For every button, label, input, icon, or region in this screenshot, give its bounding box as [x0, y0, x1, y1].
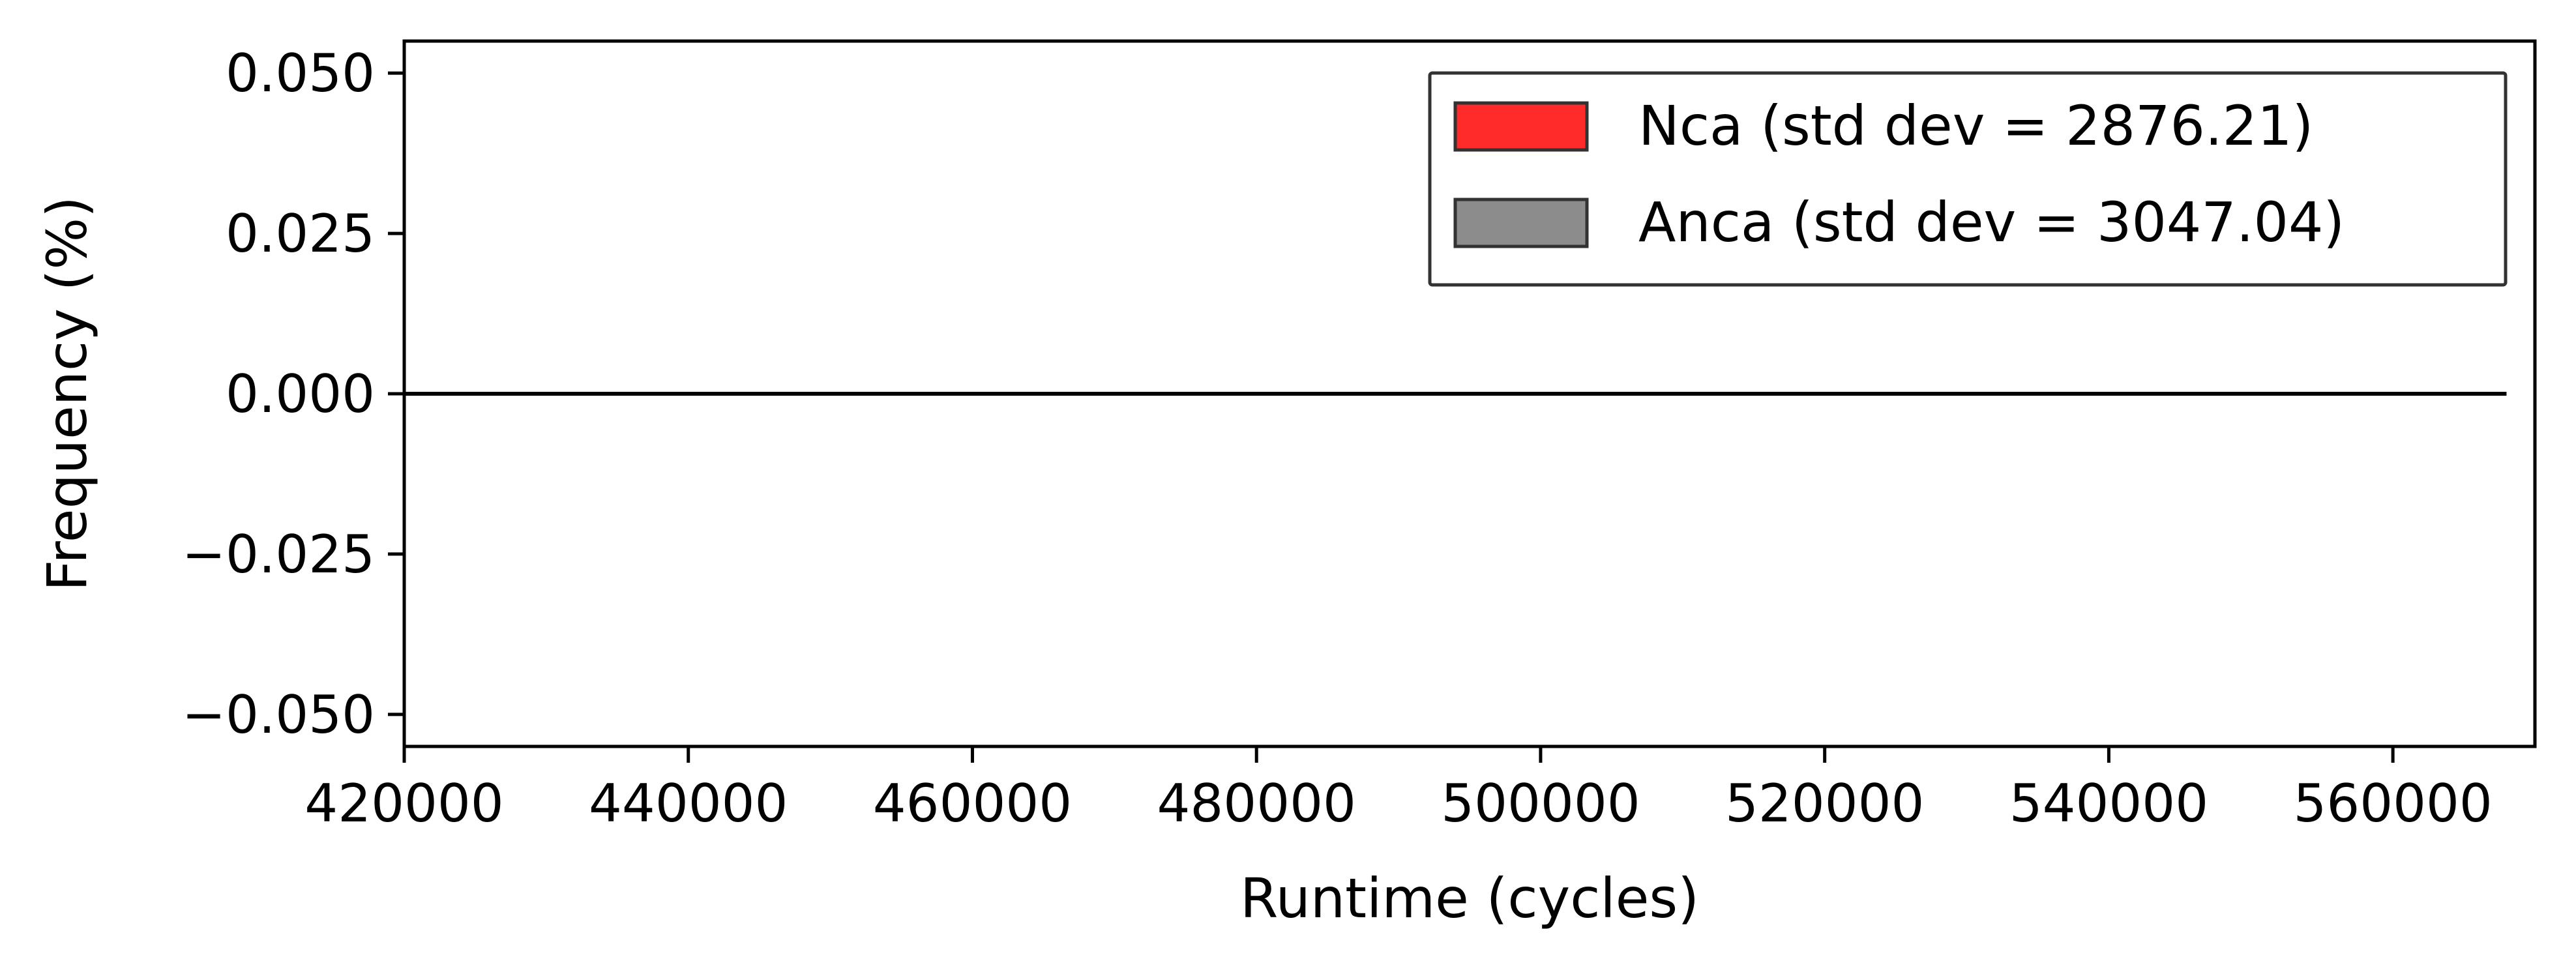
x-tick-label: 420000 — [304, 773, 503, 834]
x-tick-label: 500000 — [1441, 773, 1640, 834]
legend-label-nca: Nca (std dev = 2876.21) — [1638, 94, 2313, 158]
legend-label-anca: Anca (std dev = 3047.04) — [1638, 190, 2345, 254]
x-tick-label: 480000 — [1157, 773, 1356, 834]
y-tick-label: −0.025 — [182, 524, 375, 585]
legend-frame — [1428, 71, 2508, 287]
y-tick-label: 0.050 — [226, 43, 375, 104]
y-tick-label: 0.025 — [226, 203, 375, 264]
x-tick-label: 460000 — [873, 773, 1072, 834]
legend-swatch-nca — [1453, 101, 1589, 152]
x-tick-label: 540000 — [2009, 773, 2208, 834]
y-axis-label: Frequency (%) — [35, 196, 99, 591]
x-tick-label: 520000 — [1725, 773, 1924, 834]
legend-swatch-anca — [1453, 198, 1589, 248]
x-tick-label: 560000 — [2293, 773, 2492, 834]
x-axis-label: Runtime (cycles) — [1240, 866, 1699, 930]
x-axis: 420000 440000 460000 480000 500000 520000 5400… — [304, 746, 2493, 834]
y-tick-label: −0.050 — [182, 685, 375, 745]
plot-area — [402, 39, 2537, 748]
y-axis: 0.050 0.025 0.000 −0.025 −0.050 — [182, 43, 404, 745]
y-tick-label: 0.000 — [226, 364, 375, 424]
x-tick-label: 440000 — [589, 773, 788, 834]
legend: Nca (std dev = 2876.21) Anca (std dev = … — [1428, 71, 2508, 287]
